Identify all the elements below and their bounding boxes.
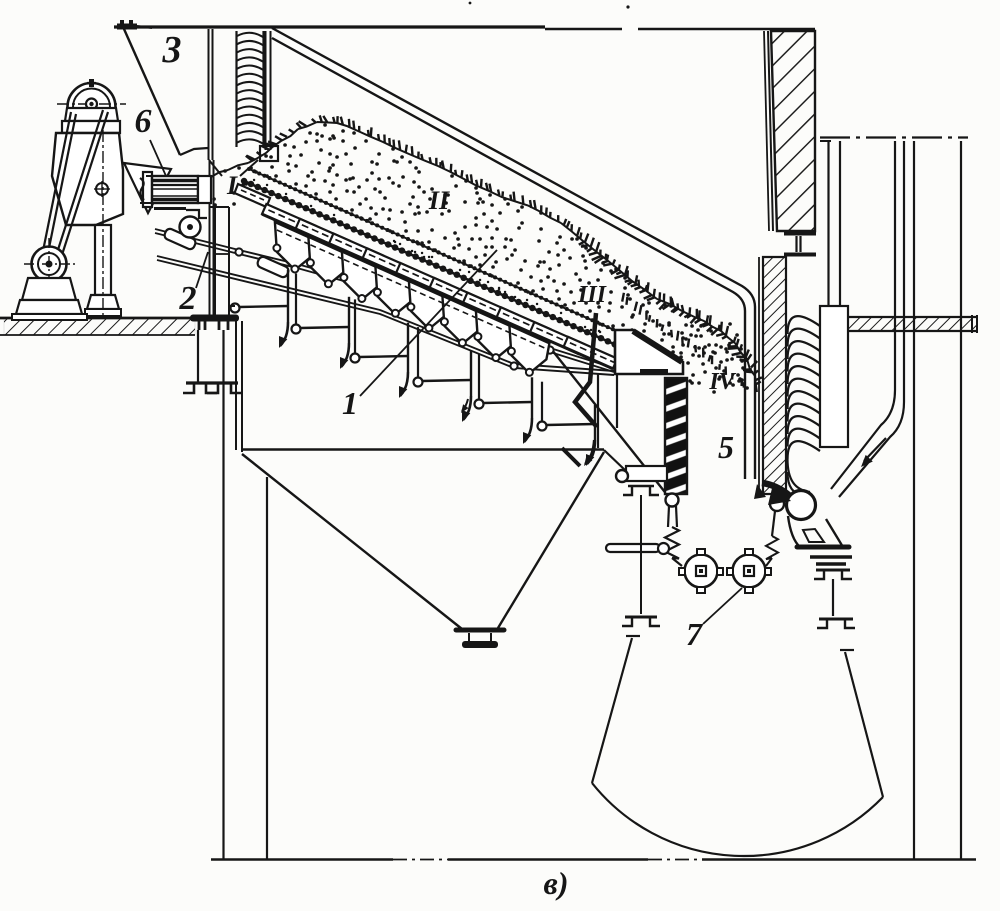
svg-text:2: 2 [179, 280, 197, 317]
svg-text:6: 6 [135, 103, 152, 140]
svg-text:3: 3 [162, 29, 182, 71]
svg-text:II: II [428, 186, 450, 215]
svg-text:в): в) [544, 865, 569, 901]
svg-text:III: III [577, 282, 608, 308]
svg-text:IV: IV [708, 369, 736, 395]
svg-text:I: I [226, 171, 238, 200]
svg-text:7: 7 [686, 616, 704, 652]
svg-text:1: 1 [342, 385, 358, 421]
svg-text:5: 5 [718, 429, 734, 465]
